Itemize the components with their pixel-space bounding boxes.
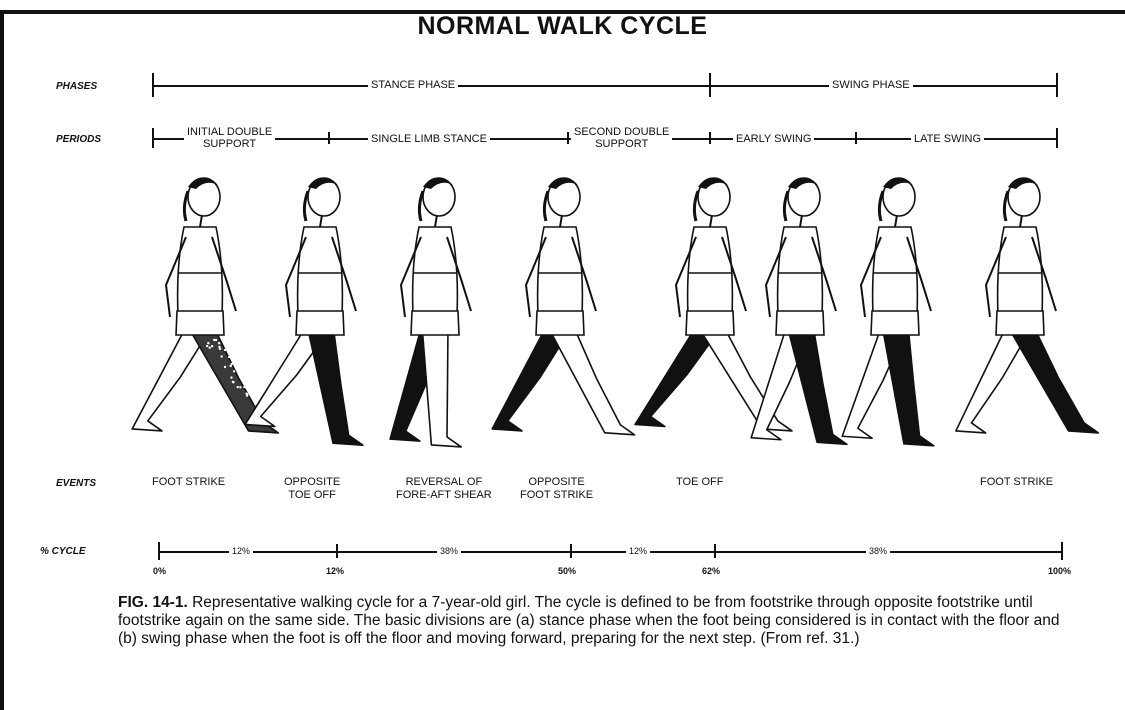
cycle-tick-label-50: 50% — [558, 566, 576, 576]
cycle-tick-label-100: 100% — [1048, 566, 1071, 576]
event-foot-strike-again: FOOT STRIKE — [980, 476, 1053, 489]
cycle-tick — [570, 544, 572, 558]
cycle-tick — [158, 542, 160, 560]
cycle-segment-1: 12% — [229, 545, 253, 557]
event-opposite-foot-strike: OPPOSITEFOOT STRIKE — [520, 476, 593, 502]
cycle-tick-label-0: 0% — [153, 566, 166, 576]
caption-text: Representative walking cycle for a 7-yea… — [118, 594, 1059, 647]
walking-figure — [956, 177, 1098, 432]
walking-figure — [751, 177, 847, 444]
event-reversal-of-fore-aft-shear: REVERSAL OFFORE-AFT SHEAR — [396, 476, 492, 502]
event-foot-strike: FOOT STRIKE — [152, 476, 225, 489]
cycle-tick — [714, 544, 716, 558]
cycle-line — [158, 551, 1062, 553]
figure-caption: FIG. 14-1. Representative walking cycle … — [118, 594, 1078, 648]
cycle-segment-3: 12% — [626, 545, 650, 557]
walking-figure — [390, 177, 471, 446]
cycle-tick — [1061, 542, 1063, 560]
events-row-label: EVENTS — [56, 478, 96, 489]
cycle-tick-label-12: 12% — [326, 566, 344, 576]
walking-figure — [492, 177, 634, 434]
cycle-segment-2: 38% — [437, 545, 461, 557]
event-opposite-toe-off: OPPOSITETOE OFF — [284, 476, 340, 502]
cycle-row-label: % CYCLE — [40, 546, 86, 557]
cycle-tick-label-62: 62% — [702, 566, 720, 576]
walking-figure — [132, 177, 278, 432]
walking-figure — [842, 177, 933, 445]
cycle-segment-4: 38% — [866, 545, 890, 557]
cycle-tick — [336, 544, 338, 558]
event-toe-off: TOE OFF — [676, 476, 723, 489]
caption-label: FIG. 14-1. — [118, 594, 188, 611]
walking-figure — [245, 177, 363, 445]
